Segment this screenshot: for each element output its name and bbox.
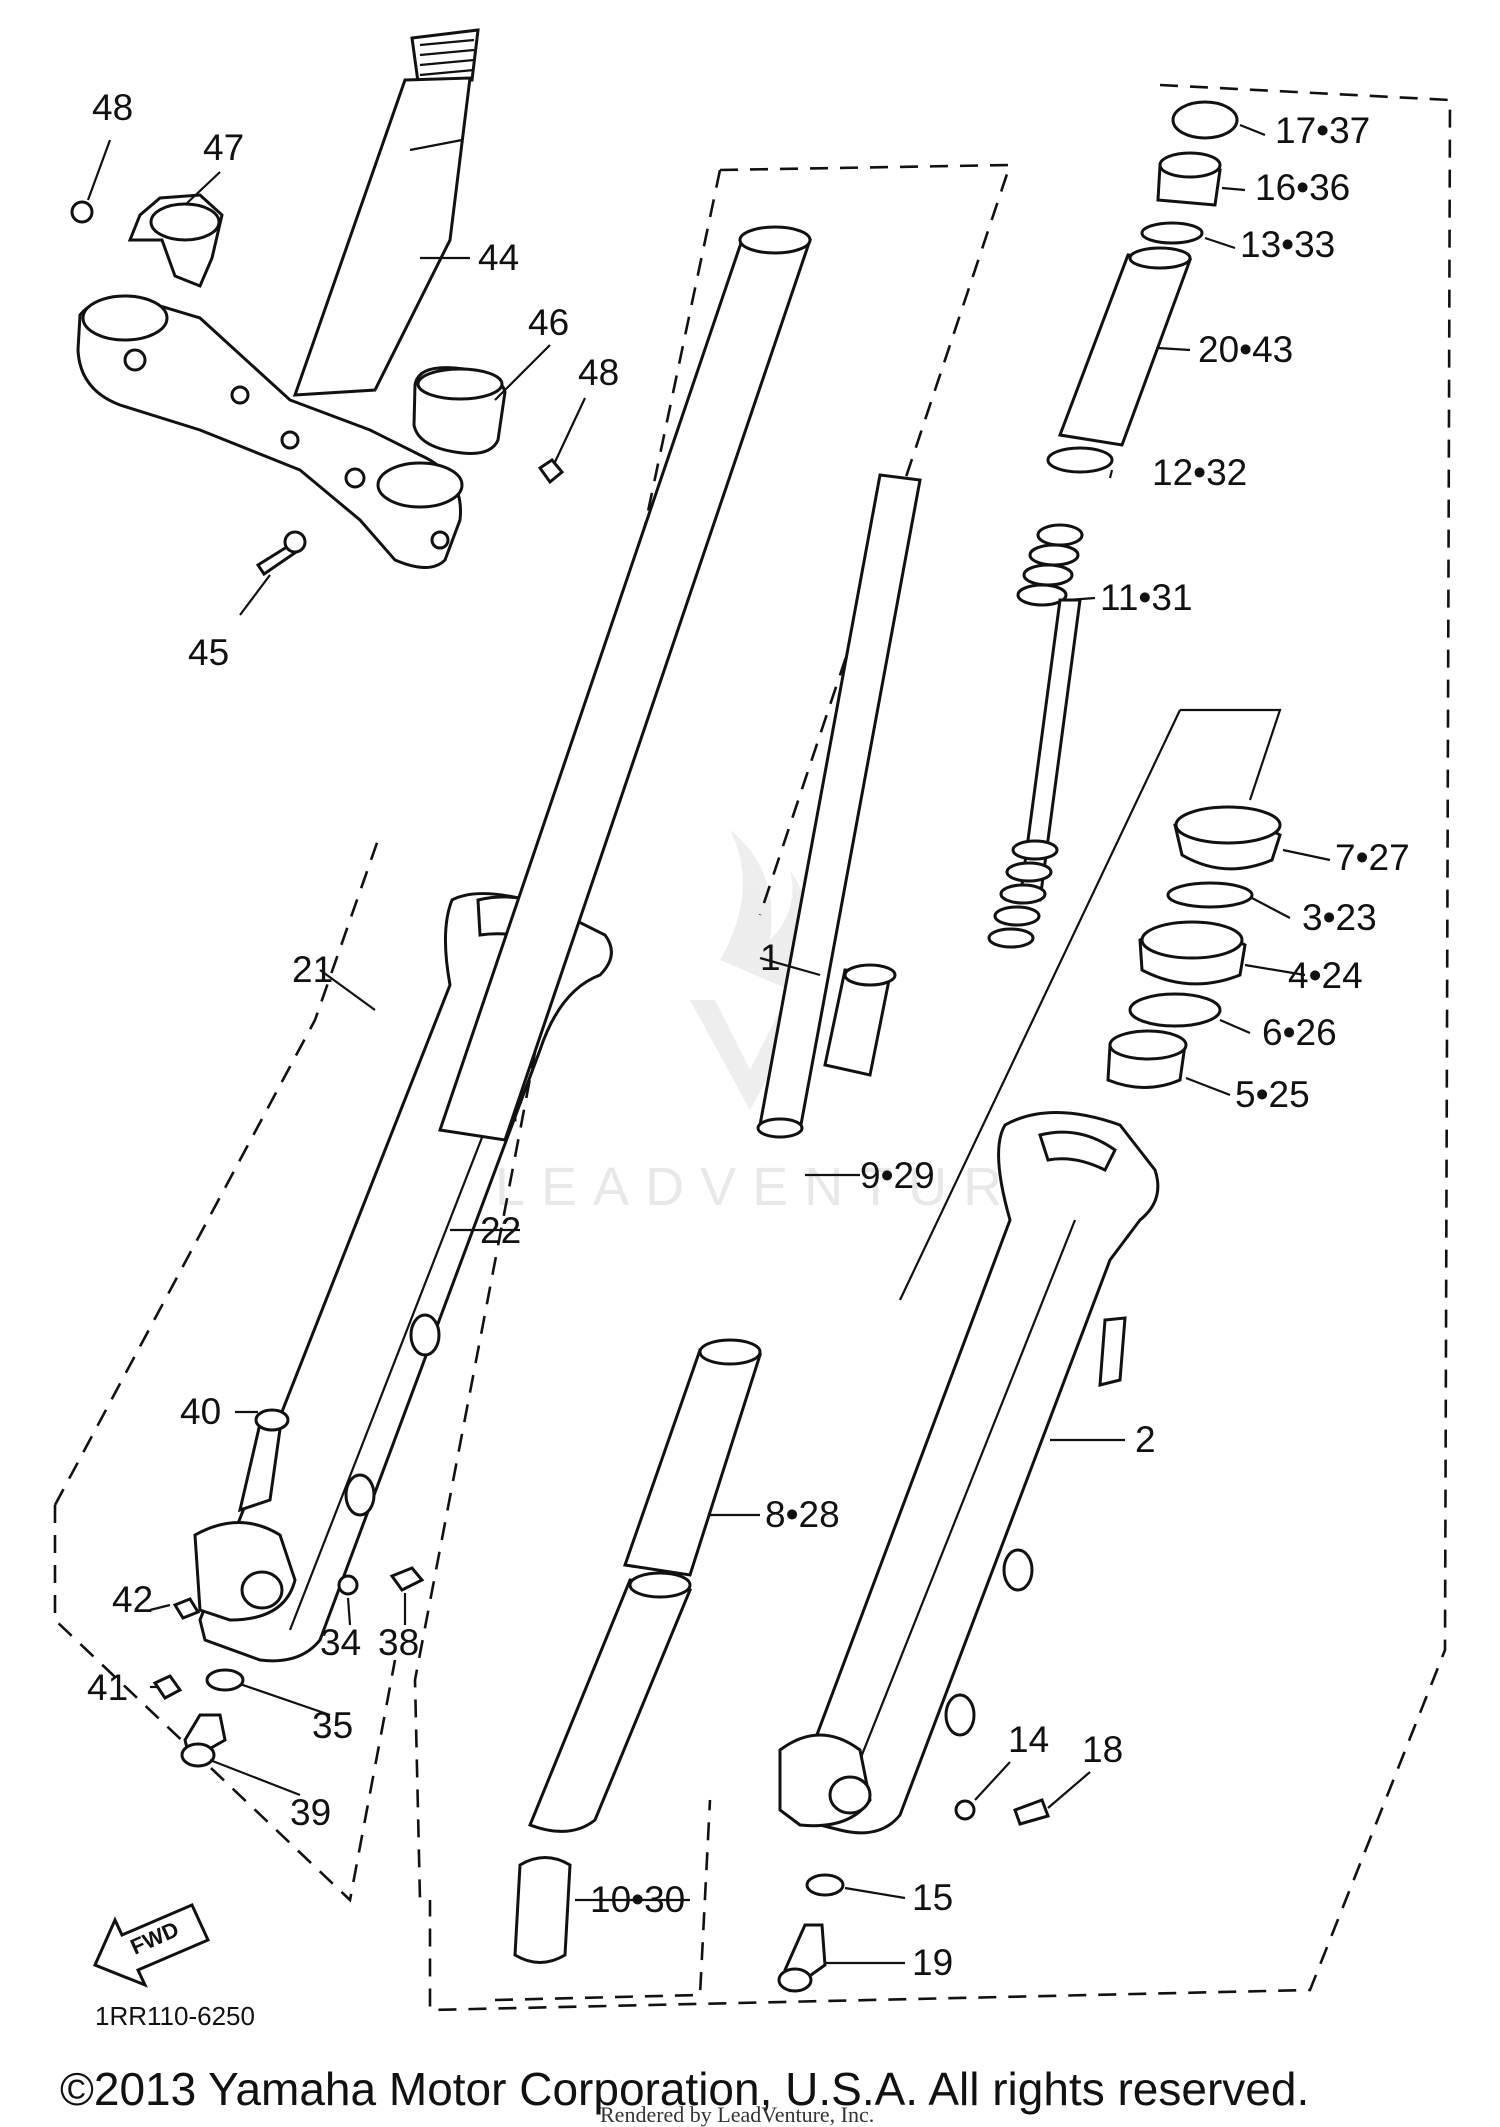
label-15: 15 <box>912 1877 953 1918</box>
label-10-30: 10•30 <box>590 1879 685 1920</box>
label-47: 47 <box>203 127 244 168</box>
label-21: 21 <box>292 949 333 990</box>
label-6-26: 6•26 <box>1262 1012 1337 1053</box>
label-41: 41 <box>87 1667 128 1708</box>
label-22: 22 <box>480 1210 521 1251</box>
damper-rebound-spring <box>987 523 1084 949</box>
label-40: 40 <box>180 1391 221 1432</box>
label-7-27: 7•27 <box>1335 837 1410 878</box>
label-8-28: 8•28 <box>765 1494 840 1535</box>
diagram-code: 1RR110-6250 <box>95 2001 255 2031</box>
label-3-23: 3•23 <box>1302 897 1377 938</box>
label-2: 2 <box>1135 1419 1156 1460</box>
label-19: 19 <box>912 1942 953 1983</box>
label-13-33: 13•33 <box>1240 224 1335 265</box>
label-1: 1 <box>760 937 781 978</box>
forward-direction-arrow: FWD <box>92 1903 211 1988</box>
label-35: 35 <box>312 1705 353 1746</box>
leadventure-watermark: LEADVENTURE <box>495 830 1070 1217</box>
part-labels: 48 47 44 46 48 45 21 22 40 42 41 34 38 3… <box>87 87 1410 1983</box>
copyright-notice: ©2013 Yamaha Motor Corporation, U.S.A. A… <box>60 2063 1309 2115</box>
leader-lines <box>86 123 1331 1965</box>
label-20-43: 20•43 <box>1198 329 1293 370</box>
label-48b: 48 <box>578 352 619 393</box>
label-44: 44 <box>478 237 519 278</box>
label-4-24: 4•24 <box>1288 955 1363 996</box>
steering-stem-assembly <box>70 28 565 577</box>
inner-tube-damper-assembly <box>413 163 1084 2002</box>
label-9-29: 9•29 <box>860 1155 935 1196</box>
label-45: 45 <box>188 632 229 673</box>
label-5-25: 5•25 <box>1235 1074 1310 1115</box>
label-46: 46 <box>528 302 569 343</box>
watermark-text: LEADVENTURE <box>495 1157 1070 1217</box>
label-14: 14 <box>1008 1719 1049 1760</box>
label-38: 38 <box>378 1622 419 1663</box>
label-42: 42 <box>112 1579 153 1620</box>
label-34: 34 <box>320 1622 361 1663</box>
label-48a: 48 <box>92 87 133 128</box>
label-11-31: 11•31 <box>1100 577 1193 618</box>
label-39: 39 <box>290 1792 331 1833</box>
label-18: 18 <box>1082 1729 1123 1770</box>
right-fork-leg <box>428 83 1452 2012</box>
label-17-37: 17•37 <box>1275 110 1370 151</box>
label-16-36: 16•36 <box>1255 167 1350 208</box>
label-12-32: 12•32 <box>1152 452 1247 493</box>
rendered-by-notice: Rendered by LeadVenture, Inc. <box>600 2102 874 2127</box>
